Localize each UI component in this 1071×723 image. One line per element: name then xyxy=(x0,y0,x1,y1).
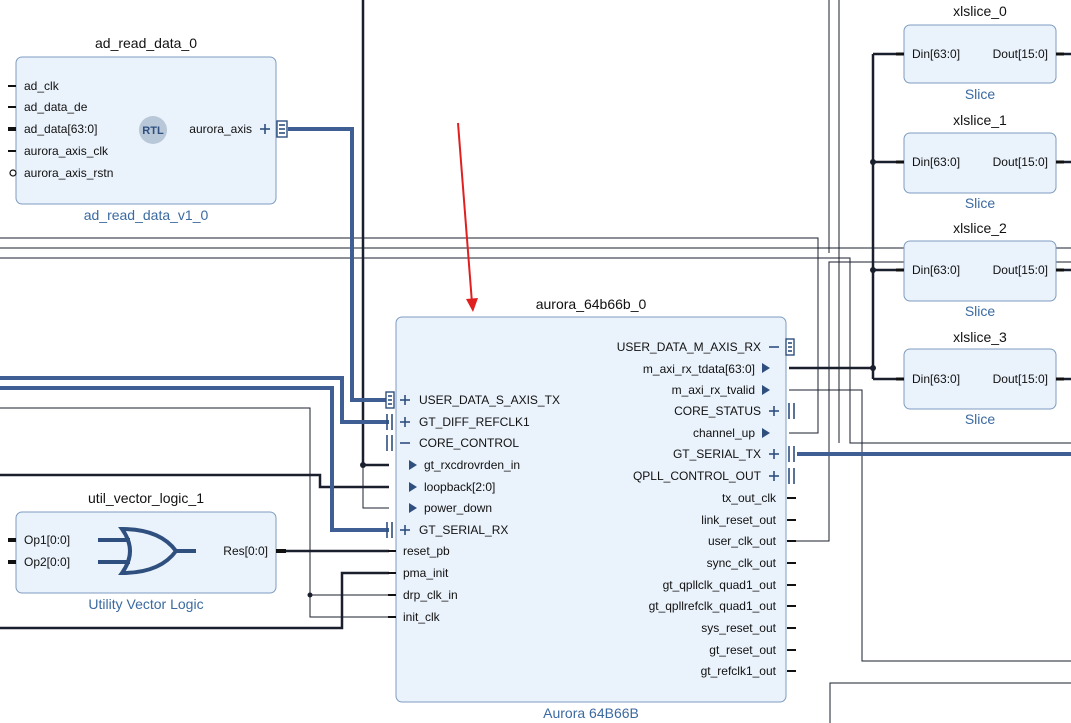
slice-block-2[interactable]: xlslice_2 Din[63:0] Dout[15:0] Slice xyxy=(896,220,1064,319)
or-gate-icon xyxy=(98,526,196,576)
svg-text:RTL: RTL xyxy=(142,125,164,137)
slice-2-din[interactable]: Din[63:0] xyxy=(912,263,960,277)
slice-0-type: Slice xyxy=(965,86,996,102)
pin-ad-data-de[interactable]: ad_data_de xyxy=(24,100,88,114)
pin-aurora-axis-rstn[interactable]: aurora_axis_rstn xyxy=(24,166,113,180)
util-vector-logic-block[interactable]: util_vector_logic_1 Utility Vector Logic… xyxy=(8,490,286,612)
slice-2-dout[interactable]: Dout[15:0] xyxy=(993,263,1048,277)
pin-m-axi-rx-tdata[interactable]: m_axi_rx_tdata[63:0] xyxy=(643,362,755,376)
input-arrow-icon xyxy=(409,460,417,470)
bus-interface-icon xyxy=(788,403,795,419)
pin-res[interactable]: Res[0:0] xyxy=(223,544,268,558)
input-arrow-icon xyxy=(409,482,417,492)
pin-user-clk-out[interactable]: user_clk_out xyxy=(708,534,777,548)
bus-interface-icon xyxy=(276,120,288,138)
slice-3-name: xlslice_3 xyxy=(953,329,1007,345)
pin-gt-qpllclk-quad1-out[interactable]: gt_qpllclk_quad1_out xyxy=(663,578,777,592)
slice-3-din[interactable]: Din[63:0] xyxy=(912,372,960,386)
slice-1-din[interactable]: Din[63:0] xyxy=(912,155,960,169)
slice-2-name: xlslice_2 xyxy=(953,220,1007,236)
pin-core-status[interactable]: CORE_STATUS xyxy=(674,404,761,418)
pin-drp-clk-in[interactable]: drp_clk_in xyxy=(403,588,458,602)
slice-block-1[interactable]: xlslice_1 Din[63:0] Dout[15:0] Slice xyxy=(896,112,1064,211)
ad-read-input-pins: ad_clk ad_data_de ad_data[63:0] aurora_a… xyxy=(8,79,113,180)
pin-user-data-s-axis-tx[interactable]: USER_DATA_S_AXIS_TX xyxy=(419,393,560,407)
aurora-left-pins: USER_DATA_S_AXIS_TX GT_DIFF_REFCLK1 CORE… xyxy=(385,391,560,624)
pin-reset-pb[interactable]: reset_pb xyxy=(403,544,450,558)
aurora-block[interactable]: aurora_64b66b_0 Aurora 64B66B USER_DATA_… xyxy=(385,296,796,721)
slice-2-type: Slice xyxy=(965,303,996,319)
pin-sys-reset-out[interactable]: sys_reset_out xyxy=(701,621,776,635)
rtl-badge-icon: RTL xyxy=(139,116,167,144)
expand-plus-icon xyxy=(769,406,779,416)
pin-gt-serial-tx[interactable]: GT_SERIAL_TX xyxy=(673,447,761,461)
expand-plus-icon xyxy=(400,417,410,427)
expand-plus-icon xyxy=(769,449,779,459)
pin-loopback[interactable]: loopback[2:0] xyxy=(424,480,495,494)
pin-core-control[interactable]: CORE_CONTROL xyxy=(419,436,519,450)
ad-read-data-block[interactable]: ad_read_data_0 ad_read_data_v1_0 ad_clk … xyxy=(8,35,288,223)
bus-interface-icon xyxy=(788,446,795,462)
pin-gt-serial-rx[interactable]: GT_SERIAL_RX xyxy=(419,523,508,537)
slice-1-name: xlslice_1 xyxy=(953,112,1007,128)
bus-interface-icon xyxy=(386,522,393,538)
slice-3-type: Slice xyxy=(965,411,996,427)
bus-interface-icon xyxy=(386,435,393,451)
pin-op2[interactable]: Op2[0:0] xyxy=(24,555,70,569)
pin-gt-rxcdrovrden-in[interactable]: gt_rxcdrovrden_in xyxy=(424,458,520,472)
bus-interface-icon xyxy=(385,391,395,409)
annotation-arrow-icon xyxy=(457,122,478,312)
slice-1-dout[interactable]: Dout[15:0] xyxy=(993,155,1048,169)
pin-user-data-m-axis-rx[interactable]: USER_DATA_M_AXIS_RX xyxy=(617,340,761,354)
pin-gt-diff-refclk1[interactable]: GT_DIFF_REFCLK1 xyxy=(419,415,530,429)
output-arrow-icon xyxy=(762,363,770,373)
expand-plus-icon xyxy=(400,395,410,405)
pin-gt-qpllrefclk-quad1-out[interactable]: gt_qpllrefclk_quad1_out xyxy=(649,599,777,613)
bus-interface-icon xyxy=(788,468,795,484)
aurora-block-type: Aurora 64B66B xyxy=(543,705,639,721)
output-arrow-icon xyxy=(762,428,770,438)
expand-plus-icon[interactable] xyxy=(260,124,270,134)
util-block-name: util_vector_logic_1 xyxy=(88,490,204,506)
pin-gt-reset-out[interactable]: gt_reset_out xyxy=(709,643,776,657)
slice-block-0[interactable]: xlslice_0 Din[63:0] Dout[15:0] Slice xyxy=(896,3,1064,102)
active-low-bubble-icon xyxy=(9,169,17,177)
slice-0-dout[interactable]: Dout[15:0] xyxy=(993,47,1048,61)
pin-m-axi-rx-tvalid[interactable]: m_axi_rx_tvalid xyxy=(672,383,755,397)
ad-read-block-type: ad_read_data_v1_0 xyxy=(84,207,209,223)
pin-qpll-control-out[interactable]: QPLL_CONTROL_OUT xyxy=(633,469,762,483)
ad-read-block-name: ad_read_data_0 xyxy=(95,35,197,51)
aurora-block-name: aurora_64b66b_0 xyxy=(536,296,647,312)
bus-interface-icon xyxy=(785,338,795,356)
pin-aurora-axis-clk[interactable]: aurora_axis_clk xyxy=(24,144,109,158)
slice-block-3[interactable]: xlslice_3 Din[63:0] Dout[15:0] Slice xyxy=(896,329,1064,427)
pin-op1[interactable]: Op1[0:0] xyxy=(24,533,70,547)
pin-gt-refclk1-out[interactable]: gt_refclk1_out xyxy=(701,664,777,678)
pin-link-reset-out[interactable]: link_reset_out xyxy=(701,513,776,527)
pin-pma-init[interactable]: pma_init xyxy=(403,566,449,580)
slice-3-dout[interactable]: Dout[15:0] xyxy=(993,372,1048,386)
expand-plus-icon xyxy=(769,471,779,481)
output-arrow-icon xyxy=(762,385,770,395)
aurora-right-pins: USER_DATA_M_AXIS_RX m_axi_rx_tdata[63:0]… xyxy=(617,338,796,678)
pin-init-clk[interactable]: init_clk xyxy=(403,610,441,624)
pin-ad-data[interactable]: ad_data[63:0] xyxy=(24,122,97,136)
pin-tx-out-clk[interactable]: tx_out_clk xyxy=(722,491,777,505)
slice-0-name: xlslice_0 xyxy=(953,3,1007,19)
bus-interface-icon xyxy=(386,414,393,430)
pin-ad-clk[interactable]: ad_clk xyxy=(24,79,60,93)
pin-sync-clk-out[interactable]: sync_clk_out xyxy=(707,556,777,570)
buses xyxy=(0,127,1071,532)
util-block-type: Utility Vector Logic xyxy=(88,596,203,612)
expand-plus-icon xyxy=(400,525,410,535)
slice-0-din[interactable]: Din[63:0] xyxy=(912,47,960,61)
slice-1-type: Slice xyxy=(965,195,996,211)
pin-channel-up[interactable]: channel_up xyxy=(693,426,755,440)
pin-aurora-axis[interactable]: aurora_axis xyxy=(189,122,252,136)
input-arrow-icon xyxy=(409,503,417,513)
pin-power-down[interactable]: power_down xyxy=(424,501,492,515)
aurora-block-body[interactable] xyxy=(395,316,787,703)
